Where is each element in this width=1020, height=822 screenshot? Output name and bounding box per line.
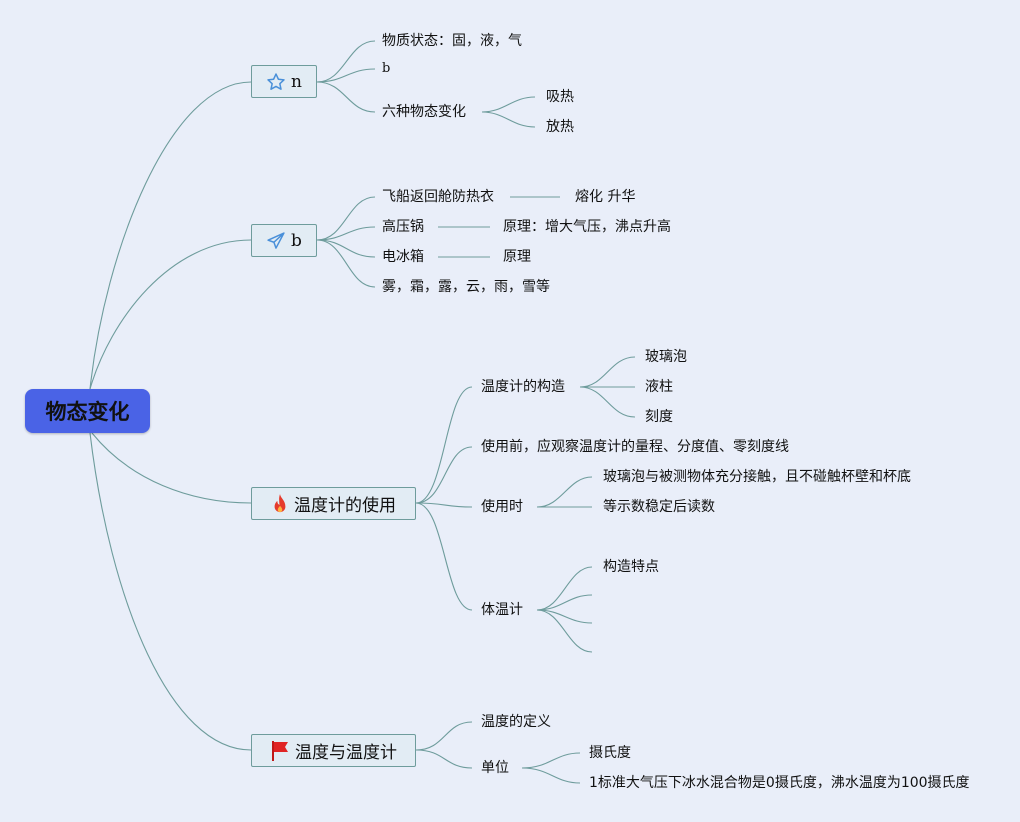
topic-thermometer-usage[interactable]: 温度计的使用 bbox=[251, 487, 416, 520]
leaf-pressure-cooker[interactable]: 高压锅 bbox=[382, 219, 424, 235]
leaf-celsius-definition[interactable]: 1标准大气压下冰水混合物是0摄氏度，沸水温度为100摄氏度 bbox=[589, 775, 970, 791]
root-label: 物态变化 bbox=[45, 400, 130, 424]
leaf-unit[interactable]: 单位 bbox=[481, 760, 509, 776]
topic-usage-label: 温度计的使用 bbox=[294, 496, 396, 516]
leaf-states[interactable]: 物质状态：固，液，气 bbox=[382, 33, 522, 49]
leaf-stable[interactable]: 等示数稳定后读数 bbox=[603, 499, 715, 515]
link-root-usage bbox=[91, 432, 252, 504]
leaf-fridge[interactable]: 电冰箱 bbox=[382, 249, 424, 265]
link-root-b bbox=[89, 239, 252, 390]
leaf-spacecraft-note[interactable]: 熔化 升华 bbox=[575, 189, 636, 205]
leaf-column[interactable]: 液柱 bbox=[645, 379, 673, 395]
leaf-fridge-note[interactable]: 原理 bbox=[503, 249, 531, 265]
leaf-definition[interactable]: 温度的定义 bbox=[481, 714, 551, 730]
topic-n[interactable]: n bbox=[251, 65, 317, 98]
flag-icon bbox=[270, 740, 290, 762]
leaf-scale[interactable]: 刻度 bbox=[645, 409, 673, 425]
root-node[interactable]: 物态变化 bbox=[25, 389, 150, 433]
topic-temp-label: 温度与温度计 bbox=[295, 743, 397, 763]
topic-n-label: n bbox=[291, 71, 302, 92]
link-root-n bbox=[89, 81, 252, 390]
leaf-release-heat[interactable]: 放热 bbox=[546, 119, 574, 135]
paper-plane-icon bbox=[266, 231, 286, 251]
star-icon bbox=[266, 72, 286, 92]
fire-icon bbox=[271, 493, 289, 515]
leaf-clinical-thermometer[interactable]: 体温计 bbox=[481, 602, 523, 618]
leaf-clinical-feature[interactable]: 构造特点 bbox=[603, 559, 659, 575]
link-root-temp bbox=[89, 432, 252, 751]
leaf-before-use[interactable]: 使用前，应观察温度计的量程、分度值、零刻度线 bbox=[481, 439, 789, 455]
leaf-absorb-heat[interactable]: 吸热 bbox=[546, 89, 574, 105]
topic-b-label: b bbox=[291, 230, 302, 251]
leaf-b[interactable]: b bbox=[382, 61, 391, 76]
leaf-pressure-cooker-note[interactable]: 原理：增大气压，沸点升高 bbox=[503, 219, 671, 235]
topic-temperature[interactable]: 温度与温度计 bbox=[251, 734, 416, 767]
topic-b[interactable]: b bbox=[251, 224, 317, 257]
leaf-bulb[interactable]: 玻璃泡 bbox=[645, 349, 687, 365]
leaf-weather[interactable]: 雾，霜，露，云，雨，雪等 bbox=[382, 279, 550, 295]
leaf-celsius[interactable]: 摄氏度 bbox=[589, 745, 631, 761]
leaf-structure[interactable]: 温度计的构造 bbox=[481, 379, 565, 395]
leaf-spacecraft[interactable]: 飞船返回舱防热衣 bbox=[382, 189, 494, 205]
leaf-contact[interactable]: 玻璃泡与被测物体充分接触，且不碰触杯壁和杯底 bbox=[603, 469, 911, 485]
leaf-during-use[interactable]: 使用时 bbox=[481, 499, 523, 515]
leaf-six-changes[interactable]: 六种物态变化 bbox=[382, 104, 466, 120]
